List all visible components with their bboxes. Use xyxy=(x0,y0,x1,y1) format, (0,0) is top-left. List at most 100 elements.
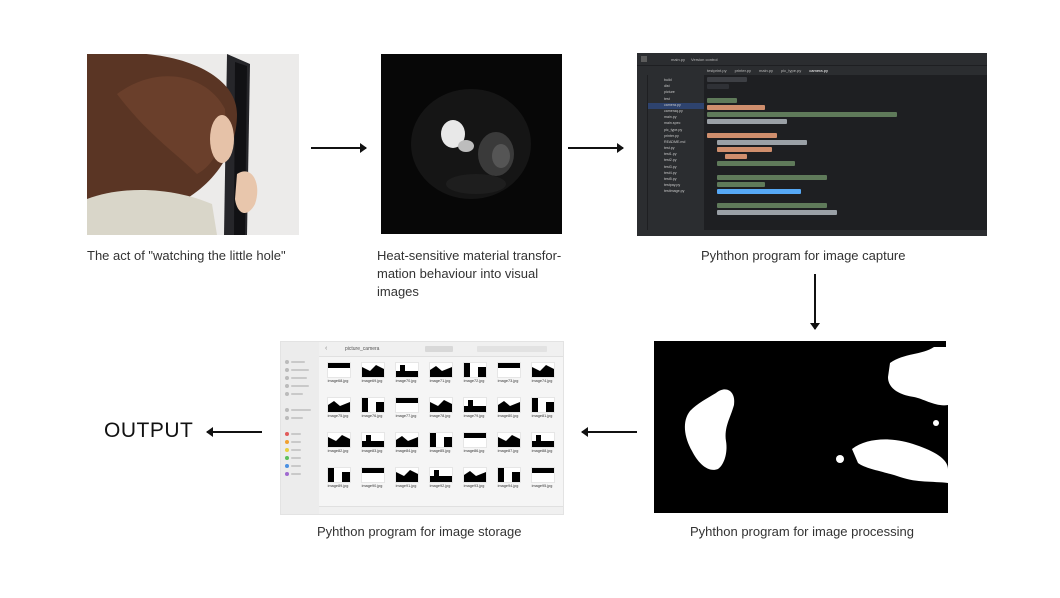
ide-tab: printer.py xyxy=(734,68,752,73)
finder-toolbar: ‹ picture_camera xyxy=(319,342,563,357)
file-thumbnail[interactable] xyxy=(395,362,419,378)
file-name: image72.jpg xyxy=(463,379,485,383)
caption-watching: The act of "watching the little hole" xyxy=(87,248,286,263)
file-name: image75.jpg xyxy=(327,414,349,418)
ide-vcs: Version control xyxy=(691,56,718,62)
ide-menu-icon xyxy=(641,56,647,62)
file-name: image90.jpg xyxy=(361,484,383,488)
file-thumbnail[interactable] xyxy=(463,397,487,413)
ide-branch: main.py xyxy=(671,56,686,62)
file-thumbnail[interactable] xyxy=(395,397,419,413)
ide-tabs: testprint.py printer.py main.py pic_type… xyxy=(637,65,987,75)
caption-heat-line-2: mation behaviour into visual xyxy=(377,266,539,281)
tree-item: main.py xyxy=(664,115,677,120)
file-name: image92.jpg xyxy=(429,484,451,488)
ide-screenshot: main.py Version control testprint.py pri… xyxy=(637,53,987,236)
tree-item: main.spec xyxy=(664,121,681,126)
ide-titlebar: main.py Version control xyxy=(637,53,987,65)
ide-statusbar xyxy=(637,230,987,236)
view-icons xyxy=(425,346,453,352)
caption-heat: Heat-sensitive material transfor- mation… xyxy=(377,247,577,301)
file-thumbnail[interactable] xyxy=(531,467,555,483)
file-thumbnail[interactable] xyxy=(463,432,487,448)
file-thumbnail[interactable] xyxy=(497,432,521,448)
ide-tab-active: camera.py xyxy=(809,68,828,73)
file-name: image81.jpg xyxy=(531,414,553,418)
file-thumbnail[interactable] xyxy=(361,362,385,378)
file-thumbnail[interactable] xyxy=(429,432,453,448)
tree-item: README.md xyxy=(664,139,686,144)
ide-project-tree: build dist picture test camera.py camera… xyxy=(648,75,704,230)
tree-item: cameraq.py xyxy=(664,108,683,113)
file-name: image78.jpg xyxy=(429,414,451,418)
tree-item: picture xyxy=(664,90,675,95)
file-name: image84.jpg xyxy=(395,449,417,453)
tree-item: test4.py xyxy=(664,170,677,175)
file-name: image93.jpg xyxy=(463,484,485,488)
file-name: image83.jpg xyxy=(361,449,383,453)
file-name: image80.jpg xyxy=(497,414,519,418)
caption-heat-line-3: images xyxy=(377,284,419,299)
file-thumbnail[interactable] xyxy=(531,432,555,448)
arrow-down xyxy=(810,274,820,330)
file-name: image89.jpg xyxy=(327,484,349,488)
file-thumbnail[interactable] xyxy=(361,432,385,448)
file-name: image69.jpg xyxy=(361,379,383,383)
finder-sidebar xyxy=(281,342,319,514)
tree-item: test1.py xyxy=(664,152,677,157)
file-thumbnail[interactable] xyxy=(327,362,351,378)
tree-item: test5.py xyxy=(664,177,677,181)
file-thumbnail[interactable] xyxy=(361,467,385,483)
arrow-left-1 xyxy=(581,427,637,437)
file-thumbnail[interactable] xyxy=(327,397,351,413)
file-name: image77.jpg xyxy=(395,414,417,418)
file-thumbnail[interactable] xyxy=(497,362,521,378)
file-name: image85.jpg xyxy=(429,449,451,453)
file-name: image68.jpg xyxy=(327,379,349,383)
ide-code-editor xyxy=(707,77,981,230)
ide-tab: main.py xyxy=(759,68,774,73)
processed-binary-image xyxy=(654,341,948,513)
file-name: image94.jpg xyxy=(497,484,519,488)
file-thumbnail[interactable] xyxy=(463,362,487,378)
file-name: image79.jpg xyxy=(463,414,485,418)
file-name: image71.jpg xyxy=(429,379,451,383)
file-thumbnail[interactable] xyxy=(429,362,453,378)
finder-folder-title: picture_camera xyxy=(345,346,380,352)
tree-item: testpay.py xyxy=(664,183,681,188)
file-thumbnail[interactable] xyxy=(395,467,419,483)
file-name: image70.jpg xyxy=(395,379,417,383)
file-thumbnail[interactable] xyxy=(463,467,487,483)
tree-item: dist xyxy=(664,84,670,89)
file-thumbnail[interactable] xyxy=(395,432,419,448)
tree-item-selected: camera.py xyxy=(648,102,704,109)
file-name: image91.jpg xyxy=(395,484,417,488)
tree-item: test2.py xyxy=(664,158,677,163)
file-thumbnail[interactable] xyxy=(429,467,453,483)
file-thumbnail[interactable] xyxy=(327,467,351,483)
tree-item: pic_type.py xyxy=(664,127,683,132)
file-name: image88.jpg xyxy=(531,449,553,453)
file-thumbnail[interactable] xyxy=(531,397,555,413)
tree-item: test.py xyxy=(664,146,675,151)
file-thumbnail[interactable] xyxy=(531,362,555,378)
file-name: image76.jpg xyxy=(361,414,383,418)
caption-heat-line-1: Heat-sensitive material transfor- xyxy=(377,248,562,263)
arrow-right-2 xyxy=(568,143,624,153)
arrow-right-1 xyxy=(311,143,367,153)
output-label: OUTPUT xyxy=(104,419,194,442)
file-thumbnail[interactable] xyxy=(497,397,521,413)
file-name: image95.jpg xyxy=(531,484,553,488)
tree-item: test3.py xyxy=(664,164,677,169)
file-name: image87.jpg xyxy=(497,449,519,453)
file-name: image86.jpg xyxy=(463,449,485,453)
finder-statusbar xyxy=(319,506,563,514)
watching-photo xyxy=(87,54,299,235)
ide-tab: pic_type.py xyxy=(781,68,802,73)
caption-storage: Pyhthon program for image storage xyxy=(317,524,522,539)
file-thumbnail[interactable] xyxy=(497,467,521,483)
back-icon: ‹ xyxy=(325,345,328,352)
file-thumbnail[interactable] xyxy=(327,432,351,448)
file-thumbnail[interactable] xyxy=(361,397,385,413)
file-thumbnail[interactable] xyxy=(429,397,453,413)
